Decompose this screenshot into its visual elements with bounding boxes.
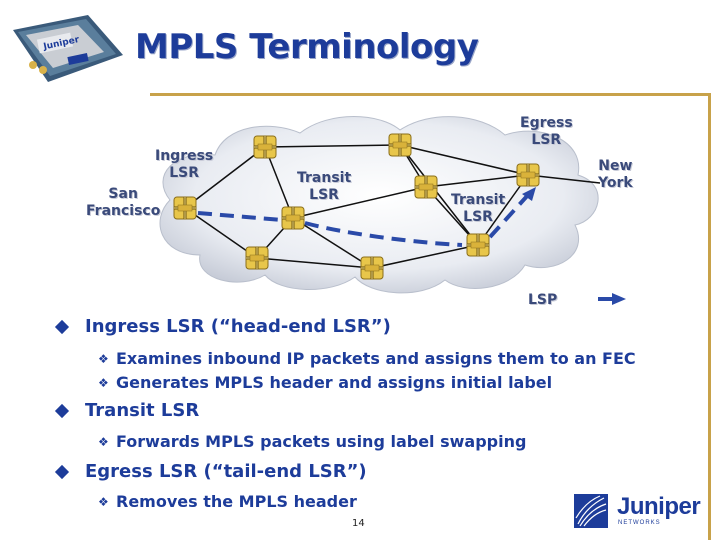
router-chip-image: Juniper xyxy=(13,15,123,82)
bullet-ingress: Ingress LSR (“head-end LSR”) xyxy=(85,316,391,337)
sub-bullet-icon: ❖ xyxy=(98,495,109,509)
juniper-logo xyxy=(574,494,608,528)
router-icon xyxy=(413,174,439,200)
bullet-diamond-icon xyxy=(54,464,70,480)
sub-bullet-icon: ❖ xyxy=(98,376,109,390)
bullet-diamond-icon xyxy=(54,403,70,419)
router-ingress-icon xyxy=(172,195,198,221)
sub-bullet-2: Generates MPLS header and assigns initia… xyxy=(116,373,553,392)
router-egress-icon xyxy=(515,162,541,188)
sub-bullet-icon: ❖ xyxy=(98,435,109,449)
sub-bullet-icon: ❖ xyxy=(98,352,109,366)
bullet-egress: Egress LSR (“tail-end LSR”) xyxy=(85,461,367,482)
router-icon xyxy=(359,255,385,281)
lsp-arrowhead xyxy=(522,187,536,201)
bullet-diamond-icon xyxy=(54,319,70,335)
router-icon xyxy=(244,245,270,271)
slide-title: MPLS Terminology xyxy=(135,27,479,67)
sub-bullet-4: Removes the MPLS header xyxy=(116,492,357,511)
bullet-transit: Transit LSR xyxy=(85,400,200,421)
page-number: 14 xyxy=(352,518,365,529)
label-lsp-legend: LSP xyxy=(528,292,558,308)
router-transit-icon xyxy=(280,205,306,231)
frame-line-vertical xyxy=(708,95,711,540)
router-icon xyxy=(252,134,278,160)
frame-line-horizontal xyxy=(150,93,711,96)
juniper-brand: Juniper xyxy=(617,493,701,520)
router-icon xyxy=(387,132,413,158)
sub-bullet-3: Forwards MPLS packets using label swappi… xyxy=(116,432,527,451)
sub-bullet-1: Examines inbound IP packets and assigns … xyxy=(116,349,636,368)
router-transit-icon xyxy=(465,232,491,258)
lsp-legend-arrow xyxy=(612,293,626,305)
mpls-network-diagram xyxy=(159,116,626,305)
juniper-tagline: NETWORKS xyxy=(618,520,661,526)
lsp-path xyxy=(197,193,530,247)
